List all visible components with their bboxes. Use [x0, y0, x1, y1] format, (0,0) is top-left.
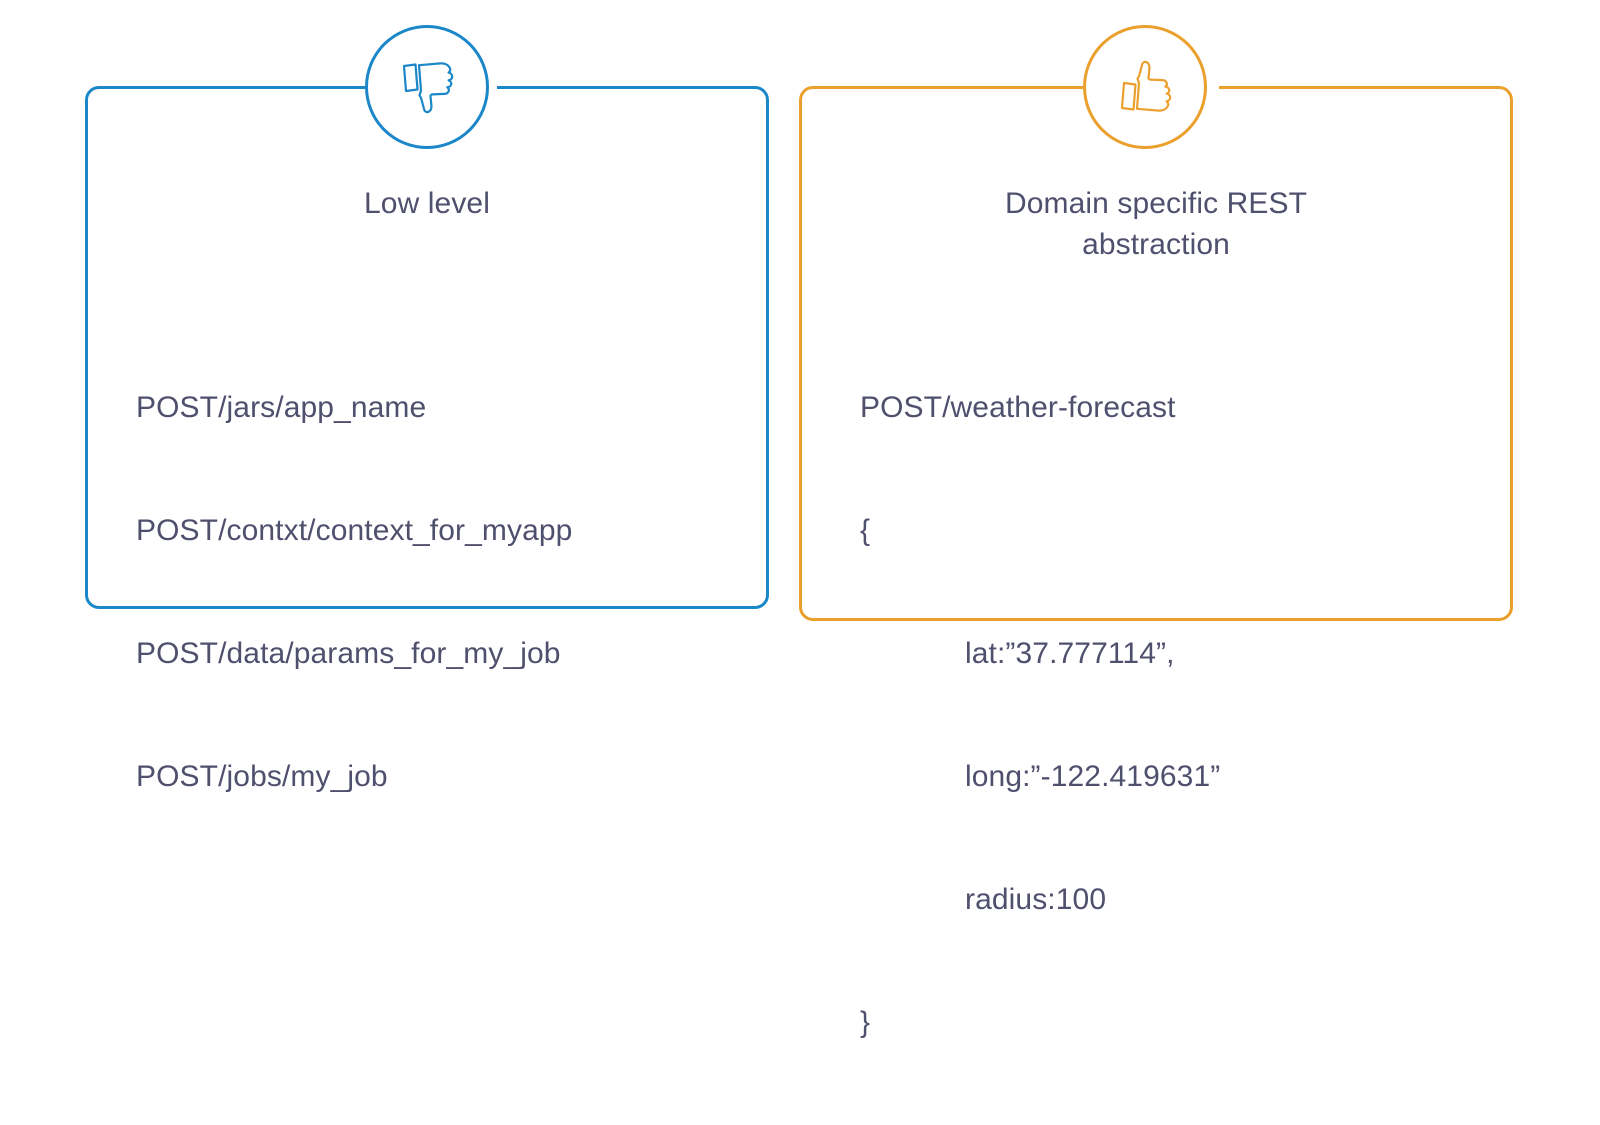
badge-thumbs-up — [1083, 25, 1207, 149]
code-line: POST/data/params_for_my_job — [136, 637, 561, 670]
card-title-line: abstraction — [1082, 228, 1230, 261]
code-line: lat:”37.777114”, — [965, 637, 1175, 670]
thumbs-up-icon — [1110, 52, 1180, 122]
badge-thumbs-down — [365, 25, 489, 149]
code-line: POST/contxt/context_for_myapp — [136, 514, 573, 547]
code-line: POST/jobs/my_job — [136, 760, 388, 793]
code-line: { — [860, 514, 871, 547]
card-body-domain-specific: POST/weather-forecast { lat:”37.777114”,… — [860, 305, 1220, 1125]
card-title-line: Domain specific REST — [1004, 187, 1308, 220]
code-line: POST/jars/app_name — [136, 391, 427, 424]
thumbs-down-icon — [392, 52, 462, 122]
code-line: } — [860, 1006, 871, 1039]
comparison-diagram: Low level POST/jars/app_name POST/contxt… — [85, 25, 1513, 1039]
card-title-domain-specific: Domain specific REST abstraction — [799, 183, 1513, 265]
code-line: POST/weather-forecast — [860, 391, 1176, 424]
card-title-low-level: Low level — [364, 187, 490, 220]
code-line: radius:100 — [965, 883, 1107, 916]
card-body-low-level: POST/jars/app_name POST/contxt/context_f… — [136, 305, 572, 879]
code-line: long:”-122.419631” — [965, 760, 1221, 793]
